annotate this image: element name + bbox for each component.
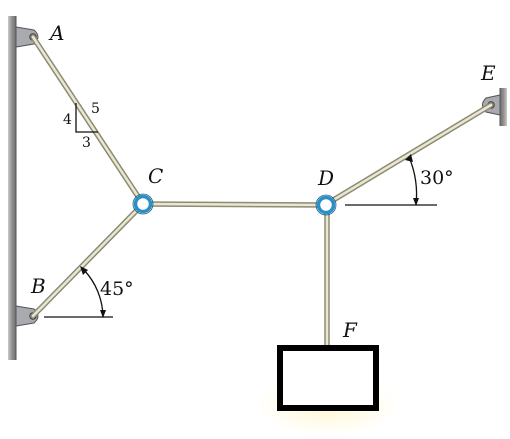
angle-label-30: 30° (420, 167, 454, 189)
label-c: C (148, 164, 163, 188)
slope-hypotenuse-5: 5 (91, 101, 100, 117)
rope-de (322, 102, 494, 208)
weight-box-f (255, 345, 399, 436)
ring-d (315, 194, 337, 216)
label-e: E (480, 61, 496, 85)
rope-ac (30, 34, 146, 207)
rope-bc (30, 201, 146, 319)
slope-horizontal-3: 3 (82, 135, 91, 151)
slope-vertical-4: 4 (63, 112, 72, 128)
rope-cd (140, 201, 328, 208)
label-d: D (317, 166, 334, 190)
angle-30-marker (345, 154, 437, 206)
slope-triangle (75, 103, 98, 133)
ring-c (132, 193, 154, 215)
left-wall (8, 16, 17, 360)
angle-45-marker (44, 266, 113, 318)
right-wall (499, 88, 507, 126)
label-f: F (342, 318, 358, 342)
label-b: B (30, 274, 46, 298)
label-a: A (48, 21, 64, 45)
angle-label-45: 45° (100, 278, 134, 300)
